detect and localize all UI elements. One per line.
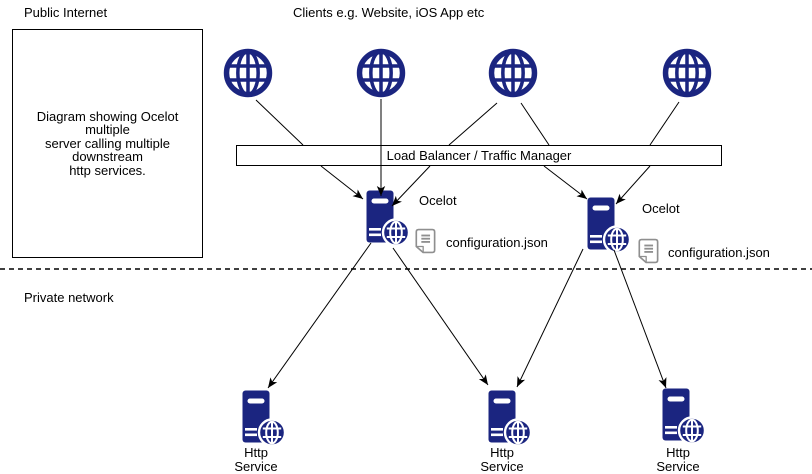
client-globe-icon-4 bbox=[662, 48, 712, 98]
clients-label: Clients e.g. Website, iOS App etc bbox=[293, 5, 485, 20]
http-service-label-2: Http Service bbox=[462, 446, 542, 473]
http-service-label-1: Http Service bbox=[216, 446, 296, 473]
http-service-label-1-line2: Service bbox=[234, 458, 278, 474]
configuration-label-2: configuration.json bbox=[668, 245, 770, 260]
http-service-server-icon-2 bbox=[488, 390, 530, 448]
http-service-label-3-line1: Http bbox=[666, 445, 690, 460]
http-service-label-2-line2: Service bbox=[480, 458, 524, 474]
edge-client3-lb-right bbox=[520, 102, 550, 146]
public-internet-label: Public Internet bbox=[24, 5, 108, 20]
edge-ocelot2-http3 bbox=[613, 249, 667, 389]
ocelot-server-icon-1 bbox=[366, 190, 408, 248]
load-balancer-label: Load Balancer / Traffic Manager bbox=[386, 148, 572, 163]
description-text: Diagram showing Ocelot multiple server c… bbox=[13, 110, 202, 178]
edge-ocelot2-http2 bbox=[516, 248, 584, 388]
configuration-file-icon-1 bbox=[414, 228, 436, 254]
ocelot-label-1: Ocelot bbox=[419, 193, 457, 208]
description-line-1: Diagram showing Ocelot multiple bbox=[36, 108, 179, 138]
private-network-label: Private network bbox=[24, 290, 114, 305]
http-service-label-2-line1: Http bbox=[490, 445, 514, 460]
edge-ocelot1-http1 bbox=[267, 242, 372, 389]
http-service-label-1-line1: Http bbox=[244, 445, 268, 460]
client-globe-icon-2 bbox=[356, 48, 406, 98]
edge-client4-lb bbox=[649, 101, 680, 146]
http-service-server-icon-3 bbox=[662, 388, 704, 446]
description-line-2: server calling multiple downstream bbox=[45, 135, 170, 165]
edge-lb-ocelot2-left bbox=[543, 165, 588, 200]
client-globe-icon-1 bbox=[223, 48, 273, 98]
ocelot-label-2: Ocelot bbox=[642, 201, 680, 216]
description-box: Diagram showing Ocelot multiple server c… bbox=[12, 29, 203, 258]
edge-lb-ocelot1-left bbox=[320, 165, 364, 200]
edge-ocelot1-http2 bbox=[392, 247, 489, 386]
configuration-file-icon-2 bbox=[637, 238, 659, 264]
load-balancer-box: Load Balancer / Traffic Manager bbox=[236, 145, 722, 166]
http-service-label-3: Http Service bbox=[638, 446, 718, 473]
edge-client1-lb bbox=[255, 99, 304, 146]
http-service-server-icon-1 bbox=[242, 390, 284, 448]
configuration-label-1: configuration.json bbox=[446, 235, 548, 250]
edge-client3-lb-left bbox=[448, 102, 498, 146]
http-service-label-3-line2: Service bbox=[656, 458, 700, 474]
ocelot-server-icon-2 bbox=[587, 197, 629, 255]
client-globe-icon-3 bbox=[488, 48, 538, 98]
description-line-3: http services. bbox=[69, 162, 146, 178]
